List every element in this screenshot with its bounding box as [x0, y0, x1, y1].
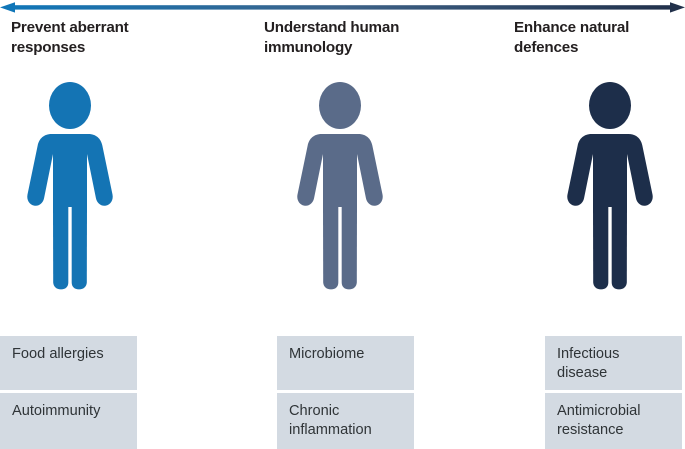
- human-pictogram-shape: [567, 82, 653, 290]
- human-pictogram-icon: [297, 82, 383, 290]
- topic-chip-autoimmunity: Autoimmunity: [0, 393, 137, 449]
- human-pictogram-icon: [27, 82, 113, 290]
- topic-chip-food-allergies: Food allergies: [0, 336, 137, 390]
- human-pictogram-icon: [567, 82, 653, 290]
- human-pictogram-shape: [27, 82, 113, 290]
- arrow-svg: [0, 2, 685, 13]
- topic-chip-antimicrobial-resistance: Antimicrobial resistance: [545, 393, 682, 449]
- slate-human-figure: [281, 82, 399, 294]
- double-headed-gradient-arrow: [0, 0, 685, 20]
- column-heading-enhance-natural-defences: Enhance natural defences: [514, 19, 630, 57]
- column-heading-understand-human-immunology: Understand human immunology: [264, 19, 400, 57]
- topic-chip-microbiome: Microbiome: [277, 336, 414, 390]
- navy-human-figure: [551, 82, 669, 294]
- column-heading-prevent-aberrant-responses: Prevent aberrant responses: [11, 19, 129, 57]
- blue-human-figure: [11, 82, 129, 294]
- human-pictogram-shape: [297, 82, 383, 290]
- topic-chip-chronic-inflammation: Chronic inflammation: [277, 393, 414, 449]
- topic-chip-infectious-disease: Infectious disease: [545, 336, 682, 390]
